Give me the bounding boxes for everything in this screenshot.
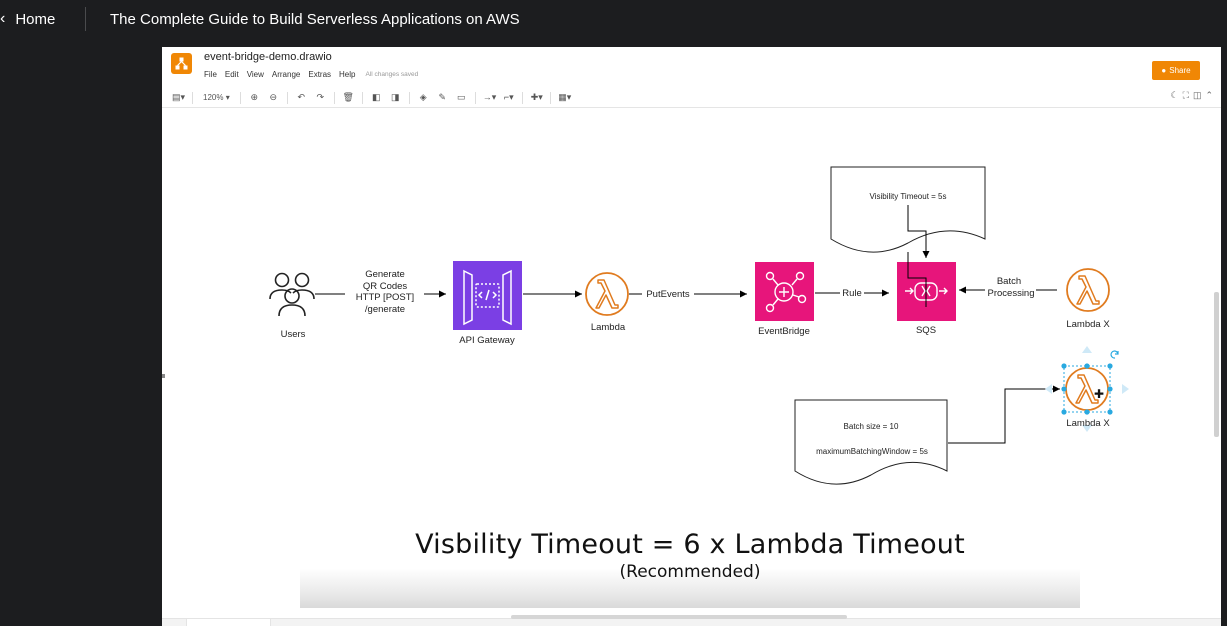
zoom-in-icon[interactable]: ⊕	[250, 92, 259, 102]
left-letterbox	[0, 38, 162, 626]
request-label-2: QR Codes	[363, 281, 408, 292]
api-gateway-label: API Gateway	[459, 335, 515, 346]
connection-icon[interactable]: →▾	[482, 92, 497, 102]
menu-bar: File Edit View Arrange Extras Help All c…	[204, 70, 418, 79]
fullscreen-icon[interactable]: ⛶	[1182, 90, 1189, 100]
diagram-svg: Users Generate QR Codes HTTP [POST] /gen…	[269, 166, 1129, 485]
toolbar-divider	[550, 91, 552, 104]
page-tabs-bar	[162, 618, 1221, 626]
selection-handles[interactable]	[1061, 363, 1113, 415]
eventbridge-icon[interactable]	[755, 262, 814, 321]
undo-icon[interactable]: ↶	[297, 92, 306, 102]
clone-arrows-icon[interactable]	[1045, 346, 1129, 432]
edge-note-to-sqs-stub	[907, 252, 927, 307]
collapse-icon[interactable]: ⌃	[1205, 90, 1213, 100]
format-panel-icon[interactable]: ◫	[1192, 90, 1202, 100]
shadow-icon[interactable]: ▭	[456, 92, 466, 102]
request-label-1: Generate	[365, 269, 405, 280]
rule-label: Rule	[842, 288, 862, 299]
visibility-note-text: Visibility Timeout = 5s	[870, 192, 947, 201]
request-label-3: HTTP [POST]	[356, 292, 414, 303]
batch-config-note[interactable]	[794, 399, 948, 485]
waypoints-icon[interactable]: ⌐▾	[503, 92, 514, 102]
edge-note-to-lambdax2[interactable]	[948, 385, 1060, 444]
batch-label-1: Batch	[997, 276, 1021, 287]
home-link[interactable]: ‹ Home	[0, 0, 84, 38]
vertical-scrollbar[interactable]	[1214, 292, 1219, 437]
toolbar-divider	[192, 91, 194, 104]
zoom-value: 120%	[203, 93, 224, 102]
right-letterbox	[1221, 38, 1227, 626]
redo-icon[interactable]: ↷	[316, 92, 325, 102]
batch-size-text: Batch size = 10	[844, 422, 899, 431]
horizontal-scrollbar[interactable]	[511, 615, 847, 619]
lambda-x-icon[interactable]	[1066, 268, 1110, 312]
users-icon[interactable]	[269, 272, 315, 317]
api-gateway-icon[interactable]	[453, 261, 522, 330]
to-front-icon[interactable]: ◧	[371, 92, 381, 102]
zoom-out-icon[interactable]: ⊖	[269, 92, 278, 102]
batch-label-2: Processing	[988, 288, 1035, 299]
request-label-4: /generate	[365, 304, 405, 315]
toolbar-divider	[286, 91, 288, 104]
putevents-label: PutEvents	[646, 289, 690, 300]
zoom-select[interactable]: 120% ▾	[203, 93, 230, 102]
batching-window-text: maximumBatchingWindow = 5s	[816, 447, 928, 456]
table-icon[interactable]: ▦▾	[558, 92, 572, 102]
menu-file[interactable]: File	[204, 70, 217, 79]
sqs-label: SQS	[916, 325, 936, 336]
theme-icon[interactable]: ☾	[1170, 90, 1179, 100]
fill-color-icon[interactable]: ◈	[419, 92, 427, 102]
view-layout-icon[interactable]: ▤▾	[172, 92, 186, 102]
file-name[interactable]: event-bridge-demo.drawio	[204, 51, 332, 63]
rotate-handle-icon[interactable]	[1110, 350, 1119, 359]
panel-resize-handle[interactable]	[162, 374, 165, 378]
menu-arrange[interactable]: Arrange	[271, 70, 301, 79]
video-topbar: ‹ Home The Complete Guide to Build Serve…	[0, 0, 1227, 38]
toolbar-divider	[333, 91, 335, 104]
lambda-x2-label: Lambda X	[1066, 418, 1110, 429]
eventbridge-label: EventBridge	[758, 326, 810, 337]
lambda-x-label: Lambda X	[1066, 319, 1110, 330]
lambda-icon[interactable]	[585, 272, 629, 316]
toolbar-divider	[474, 91, 476, 104]
share-label: Share	[1169, 66, 1191, 75]
save-status: All changes saved	[365, 71, 419, 78]
menu-extras[interactable]: Extras	[308, 70, 332, 79]
drawio-toolbar: ▤▾ 120% ▾ ⊕ ⊖ ↶ ↷ 🗑 ◧ ◨ ◈ ✎ ▭ →▾ ⌐▾ ✚▾ ▦…	[162, 88, 1221, 108]
lambda-label: Lambda	[591, 322, 626, 333]
toolbar-right: ☾ ⛶ ◫ ⌃	[1171, 90, 1213, 101]
chevron-left-icon: ‹	[0, 10, 6, 27]
menu-help[interactable]: Help	[339, 70, 356, 79]
toolbar-divider	[239, 91, 241, 104]
drawio-app: event-bridge-demo.drawio File Edit View …	[162, 47, 1221, 626]
course-title: The Complete Guide to Build Serverless A…	[110, 10, 520, 28]
delete-icon[interactable]: 🗑	[342, 92, 354, 102]
home-label: Home	[15, 10, 56, 28]
to-back-icon[interactable]: ◨	[390, 92, 400, 102]
toolbar-divider	[408, 91, 410, 104]
menu-view[interactable]: View	[246, 70, 264, 79]
page-tab[interactable]	[186, 619, 271, 626]
topbar-divider	[85, 7, 86, 31]
edge-note-to-sqs[interactable]	[907, 205, 930, 258]
toolbar-divider	[522, 91, 524, 104]
drawio-header: event-bridge-demo.drawio File Edit View …	[162, 47, 1221, 87]
move-cursor-icon: ✚	[1094, 387, 1104, 401]
drawio-logo-icon	[171, 53, 192, 74]
line-color-icon[interactable]: ✎	[438, 92, 447, 102]
users-label: Users	[281, 329, 306, 340]
user-icon: ●	[1161, 66, 1167, 75]
share-button[interactable]: ● Share	[1152, 61, 1200, 80]
toolbar-divider	[361, 91, 363, 104]
diagram-canvas[interactable]: Users Generate QR Codes HTTP [POST] /gen…	[162, 109, 1221, 626]
menu-edit[interactable]: Edit	[224, 70, 239, 79]
insert-icon[interactable]: ✚▾	[530, 92, 543, 102]
